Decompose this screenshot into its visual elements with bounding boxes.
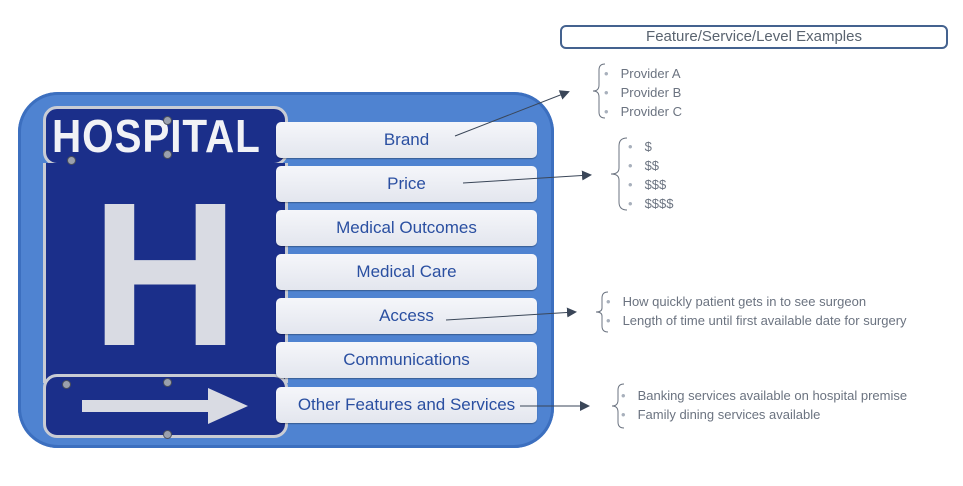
examples-price: $ $$ $$$ $$$$: [628, 137, 674, 213]
list-item: $: [628, 137, 673, 156]
list-item: $$: [628, 156, 673, 175]
service-brand: Brand: [276, 122, 537, 158]
brace-other: [611, 383, 625, 429]
list-item: $$$: [628, 175, 673, 194]
examples-access: How quickly patient gets in to see surge…: [606, 292, 907, 330]
service-communications: Communications: [276, 342, 537, 378]
list-item: $$$$: [628, 194, 674, 213]
list-item: How quickly patient gets in to see surge…: [606, 292, 907, 311]
service-access: Access: [276, 298, 537, 334]
bolt-icon: [163, 430, 172, 439]
service-medical-care: Medical Care: [276, 254, 537, 290]
bolt-icon: [67, 156, 76, 165]
connector-access: [445, 307, 577, 321]
right-arrow-icon: [82, 388, 248, 424]
connector-brand: [454, 90, 570, 137]
list-item: Provider B: [604, 83, 682, 102]
service-other: Other Features and Services: [276, 387, 537, 423]
list-item: Banking services available on hospital p…: [621, 386, 908, 405]
list-item: Provider A: [604, 64, 682, 83]
bolt-icon: [163, 378, 172, 387]
service-medical-outcomes: Medical Outcomes: [276, 210, 537, 246]
h-letter: H: [91, 160, 239, 389]
brace-brand: [592, 63, 606, 119]
examples-other: Banking services available on hospital p…: [621, 386, 908, 424]
brace-price: [610, 137, 628, 211]
list-item: Provider C: [604, 102, 682, 121]
bolt-icon: [163, 116, 172, 125]
brace-access: [595, 291, 609, 333]
bolt-icon: [163, 150, 172, 159]
bolt-icon: [62, 380, 71, 389]
examples-brand: Provider A Provider B Provider C: [604, 64, 682, 121]
list-item: Length of time until first available dat…: [606, 311, 907, 330]
service-price: Price: [276, 166, 537, 202]
hospital-word: HOSPITAL: [52, 110, 261, 162]
legend-title: Feature/Service/Level Examples: [560, 25, 948, 49]
connector-price: [462, 170, 592, 184]
list-item: Family dining services available: [621, 405, 907, 424]
